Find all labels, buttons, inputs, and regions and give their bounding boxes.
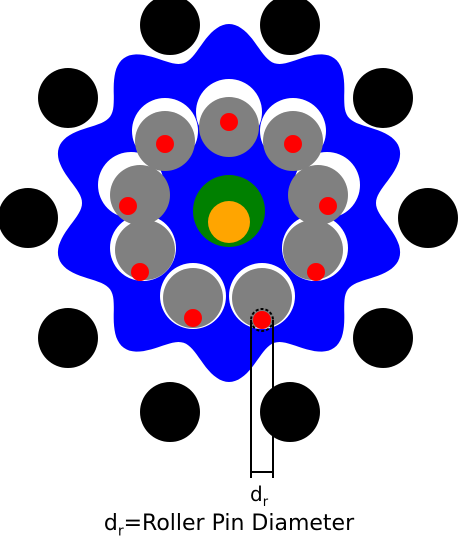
dimension-symbol: d — [250, 482, 263, 506]
contact-points — [119, 113, 337, 329]
contact-point — [220, 113, 238, 131]
output-pin — [288, 165, 348, 225]
outer-roller-pin — [140, 382, 200, 442]
output-pin — [110, 165, 170, 225]
contact-point — [184, 309, 202, 327]
outer-roller-pin — [353, 68, 413, 128]
outer-roller-pin — [353, 308, 413, 368]
dimension-label: dr — [250, 482, 268, 510]
contact-point — [284, 135, 302, 153]
outer-rollers — [0, 0, 458, 442]
outer-roller-pin — [260, 0, 320, 55]
output-pin — [283, 220, 343, 280]
output-pin — [115, 220, 175, 280]
output-pin — [232, 268, 292, 328]
contact-point — [253, 311, 271, 329]
outer-roller-pin — [140, 0, 200, 55]
contact-point — [307, 263, 325, 281]
caption-subscript: r — [117, 523, 124, 540]
contact-point — [119, 197, 137, 215]
contact-point — [131, 263, 149, 281]
outer-roller-pin — [398, 188, 458, 248]
outer-roller-pin — [38, 68, 98, 128]
contact-point — [319, 197, 337, 215]
outer-roller-pin — [260, 382, 320, 442]
caption: dr=Roller Pin Diameter — [0, 511, 458, 539]
contact-point — [156, 135, 174, 153]
caption-text: =Roller Pin Diameter — [123, 511, 355, 536]
dimension-subscript: r — [262, 495, 269, 510]
outer-roller-pin — [0, 188, 58, 248]
outer-roller-pin — [38, 308, 98, 368]
roller-pin-diameter-dimension — [250, 308, 274, 478]
caption-symbol: d — [103, 511, 118, 536]
output-pin — [163, 268, 223, 328]
eccentric-bearing-inner — [208, 201, 250, 243]
